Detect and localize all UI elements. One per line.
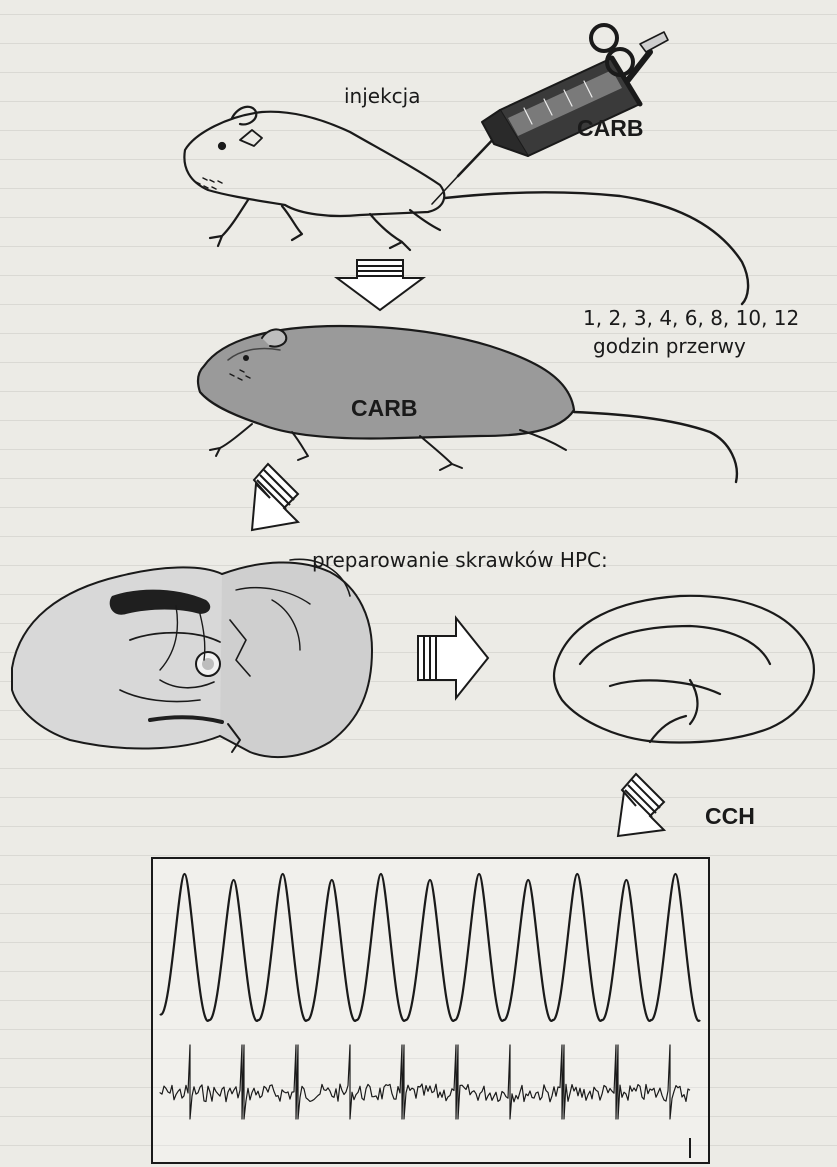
label-cch: CCH (705, 803, 755, 830)
recording-panel (152, 858, 709, 1163)
brain-sagittal (12, 559, 372, 757)
label-carb-syringe: CARB (577, 115, 643, 142)
label-carb-rat: CARB (351, 395, 417, 422)
arrow-diagonal-4 (618, 774, 664, 836)
hippocampal-slice (554, 596, 814, 743)
arrow-diagonal-2 (252, 464, 298, 530)
label-injection: injekcja (344, 84, 420, 108)
label-hours-list: 1, 2, 3, 4, 6, 8, 10, 12 (583, 306, 799, 330)
label-slice-preparation: preparowanie skrawków HPC: (312, 548, 608, 572)
arrow-down-1 (337, 260, 423, 310)
label-hours-caption: godzin przerwy (593, 334, 746, 358)
arrow-right-3 (418, 618, 488, 698)
rat-injected (184, 107, 748, 304)
